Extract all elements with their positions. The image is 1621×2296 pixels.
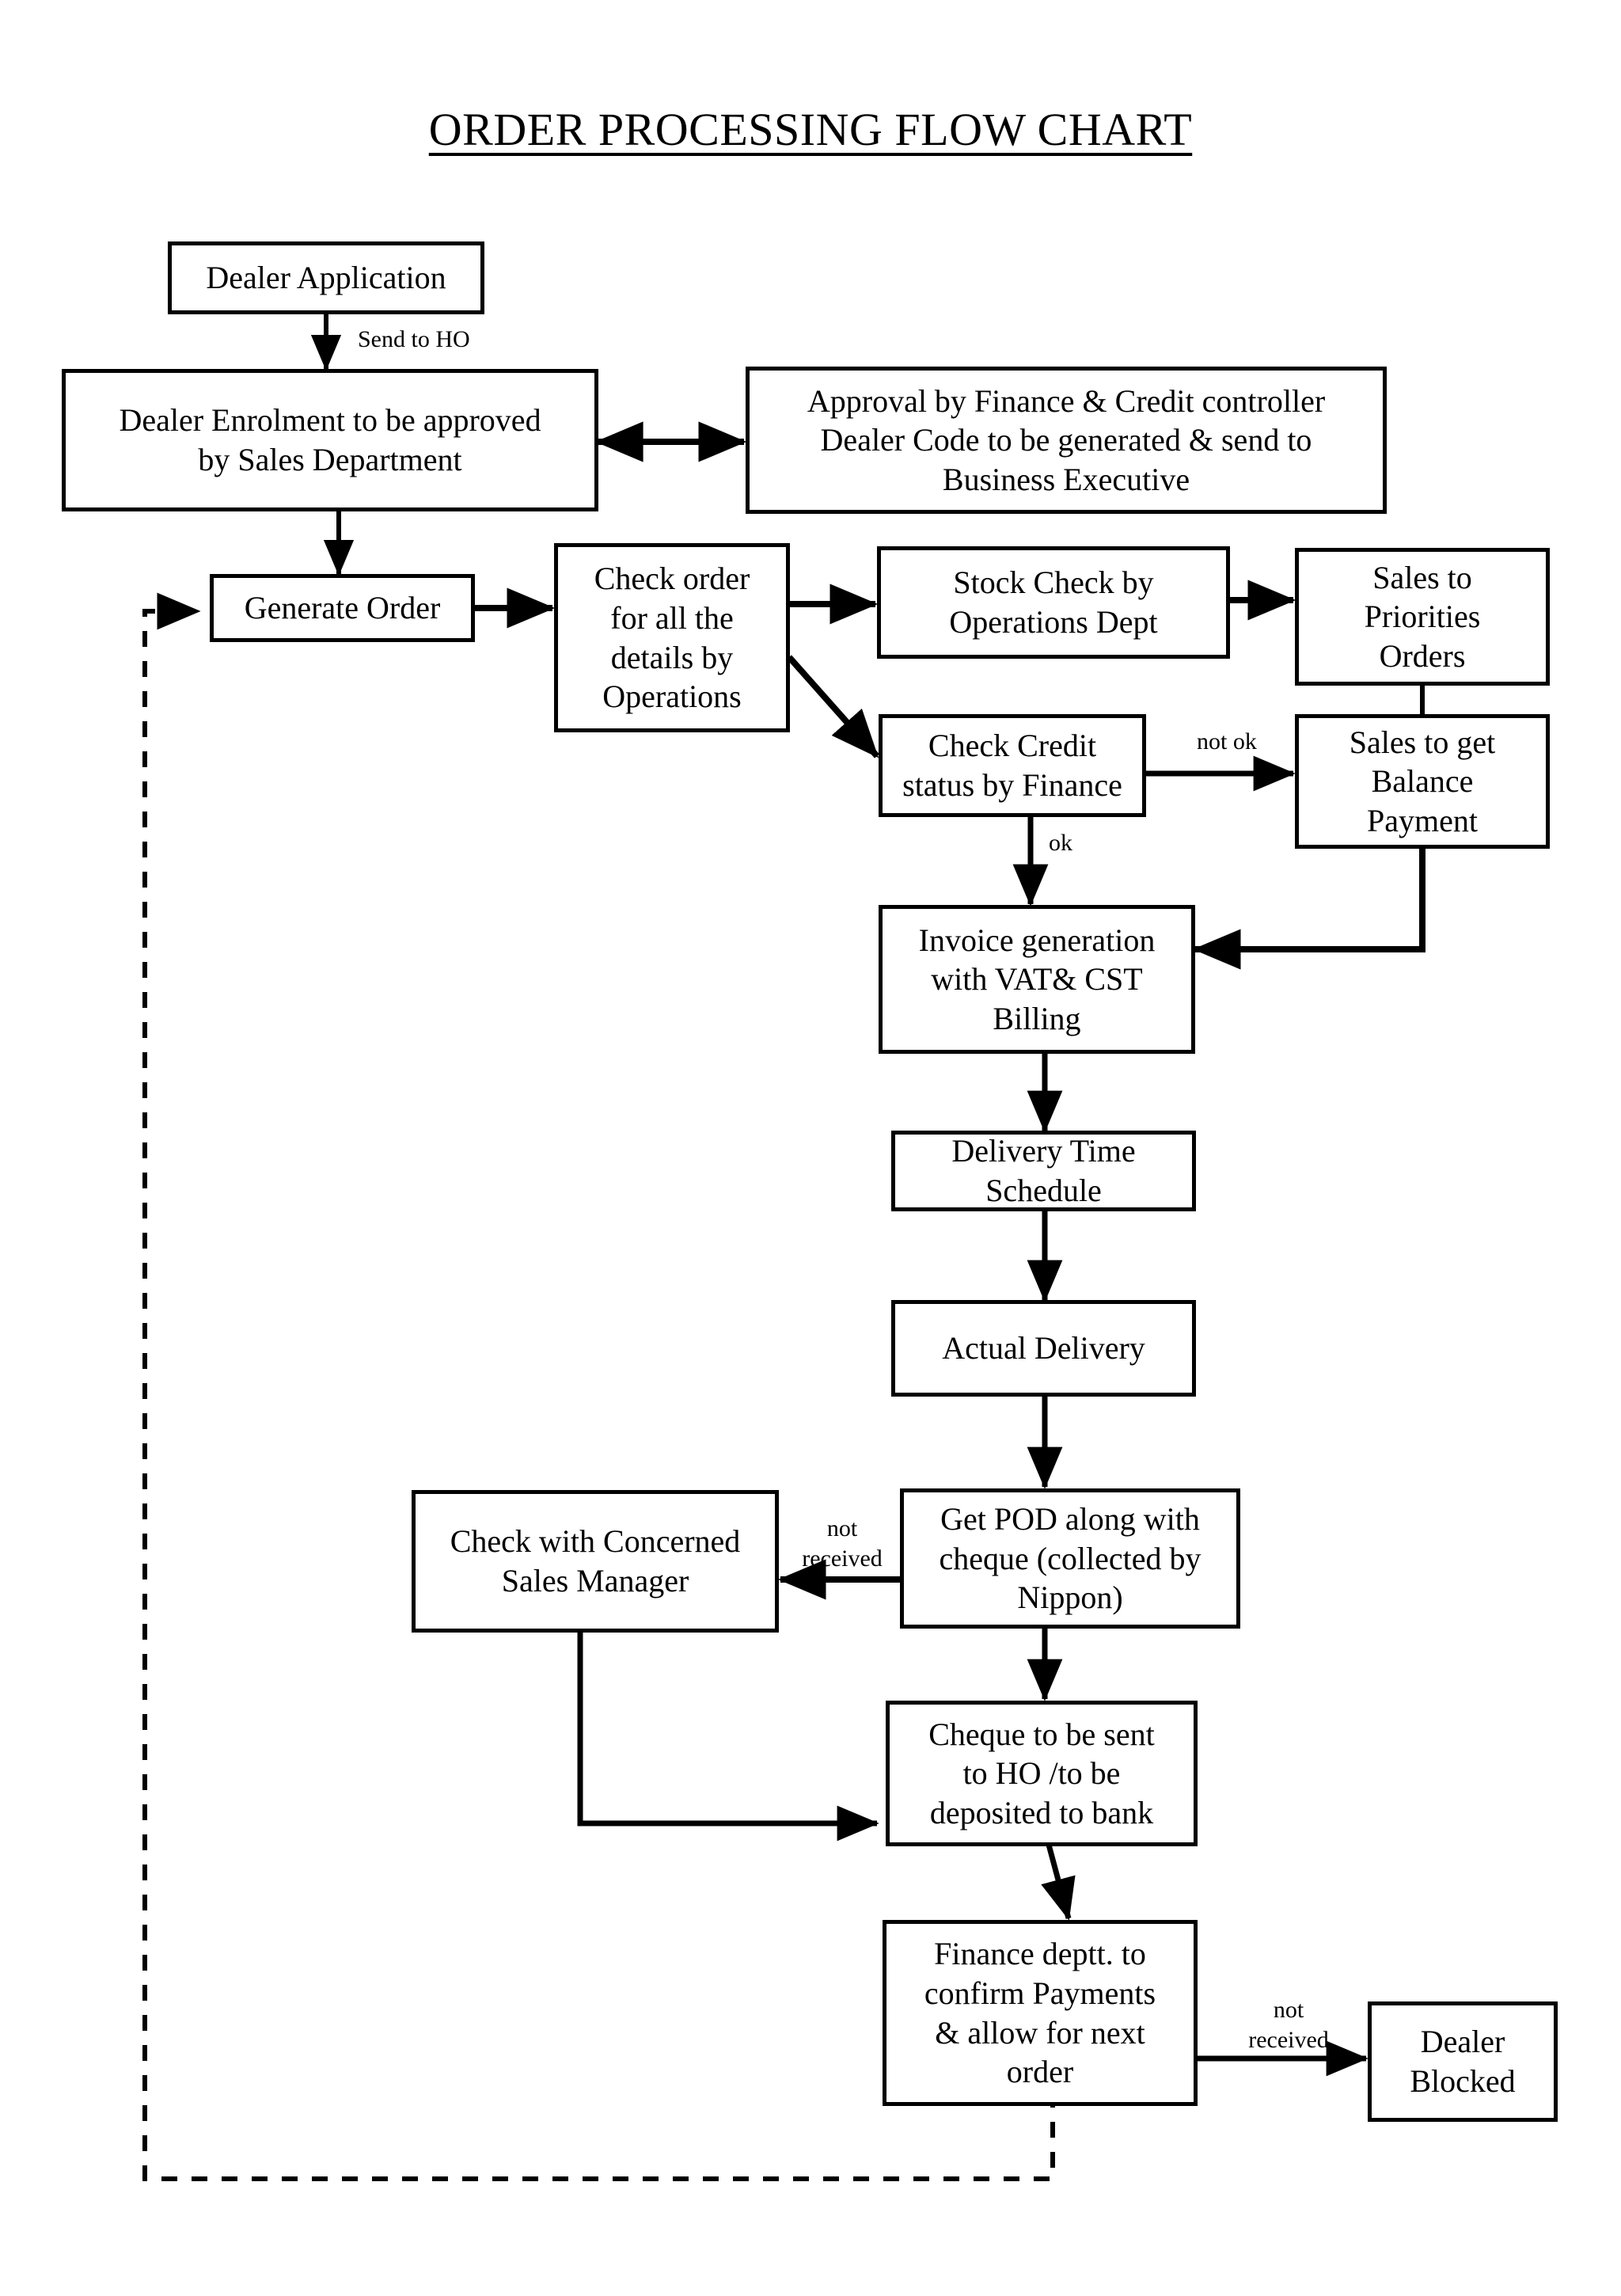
node-invoice-generation[interactable]: Invoice generation with VAT& CST Billing: [879, 905, 1195, 1054]
node-sales-priorities[interactable]: Sales to Priorities Orders: [1295, 548, 1550, 686]
node-label: Dealer Enrolment to be approved by Sales…: [119, 402, 541, 477]
node-cheque-sent[interactable]: Cheque to be sent to HO /to be deposited…: [886, 1701, 1198, 1846]
node-label: Sales to get Balance Payment: [1349, 724, 1496, 838]
node-check-order[interactable]: Check order for all the details by Opera…: [554, 543, 790, 732]
node-generate-order[interactable]: Generate Order: [210, 574, 475, 642]
node-delivery-schedule[interactable]: Delivery Time Schedule: [891, 1131, 1196, 1211]
edge-check-sales-manager-to-cheque-sent: [577, 1633, 879, 1842]
node-label: Cheque to be sent to HO /to be deposited…: [928, 1716, 1155, 1830]
edge-cheque-sent-to-finance-confirm: [1041, 1844, 1076, 1921]
node-label: Get POD along with cheque (collected by …: [939, 1501, 1202, 1616]
node-dealer-application[interactable]: Dealer Application: [168, 241, 484, 314]
node-check-sales-manager[interactable]: Check with Concerned Sales Manager: [412, 1490, 779, 1633]
node-label: Sales to Priorities Orders: [1364, 559, 1481, 674]
node-dealer-blocked[interactable]: Dealer Blocked: [1368, 2001, 1558, 2122]
node-get-pod[interactable]: Get POD along with cheque (collected by …: [900, 1488, 1240, 1629]
node-label: Actual Delivery: [942, 1330, 1145, 1367]
node-label: Check Credit status by Finance: [902, 728, 1122, 803]
node-actual-delivery[interactable]: Actual Delivery: [891, 1300, 1196, 1397]
node-label: Dealer Application: [206, 260, 446, 296]
node-finance-confirm[interactable]: Finance deptt. to confirm Payments & all…: [883, 1920, 1198, 2106]
edge-label-ok: ok: [1049, 830, 1072, 856]
node-label: Check with Concerned Sales Manager: [450, 1523, 741, 1598]
edge-label-send-to-ho: Send to HO: [358, 326, 470, 352]
edge-label-not-ok: not ok: [1197, 728, 1257, 755]
node-label: Invoice generation with VAT& CST Billing: [918, 922, 1156, 1036]
node-label: Dealer Blocked: [1410, 2024, 1516, 2099]
node-label: Finance deptt. to confirm Payments & all…: [924, 1936, 1156, 2090]
edge-sales-balance-to-invoice: [1192, 847, 1425, 970]
node-label: Check order for all the details by Opera…: [594, 561, 750, 715]
node-approval-finance[interactable]: Approval by Finance & Credit controller …: [746, 367, 1387, 514]
edge-feedback-to-generate-order: [142, 592, 1055, 2181]
node-stock-check[interactable]: Stock Check by Operations Dept: [877, 546, 1230, 659]
node-label: Approval by Finance & Credit controller …: [807, 382, 1326, 497]
node-label: Delivery Time Schedule: [951, 1133, 1136, 1208]
node-label: Stock Check by Operations Dept: [949, 564, 1158, 640]
node-dealer-enrolment[interactable]: Dealer Enrolment to be approved by Sales…: [62, 369, 598, 511]
node-label: Generate Order: [244, 590, 441, 626]
edge-label-payment-not-received: not received: [1248, 1997, 1329, 2053]
node-sales-balance[interactable]: Sales to get Balance Payment: [1295, 714, 1550, 849]
page-title: ORDER PROCESSING FLOW CHART: [428, 104, 1193, 155]
node-check-credit[interactable]: Check Credit status by Finance: [879, 714, 1146, 817]
edge-check-order-to-check-credit: [787, 655, 879, 758]
edge-label-pod-not-received: not received: [802, 1515, 883, 1572]
